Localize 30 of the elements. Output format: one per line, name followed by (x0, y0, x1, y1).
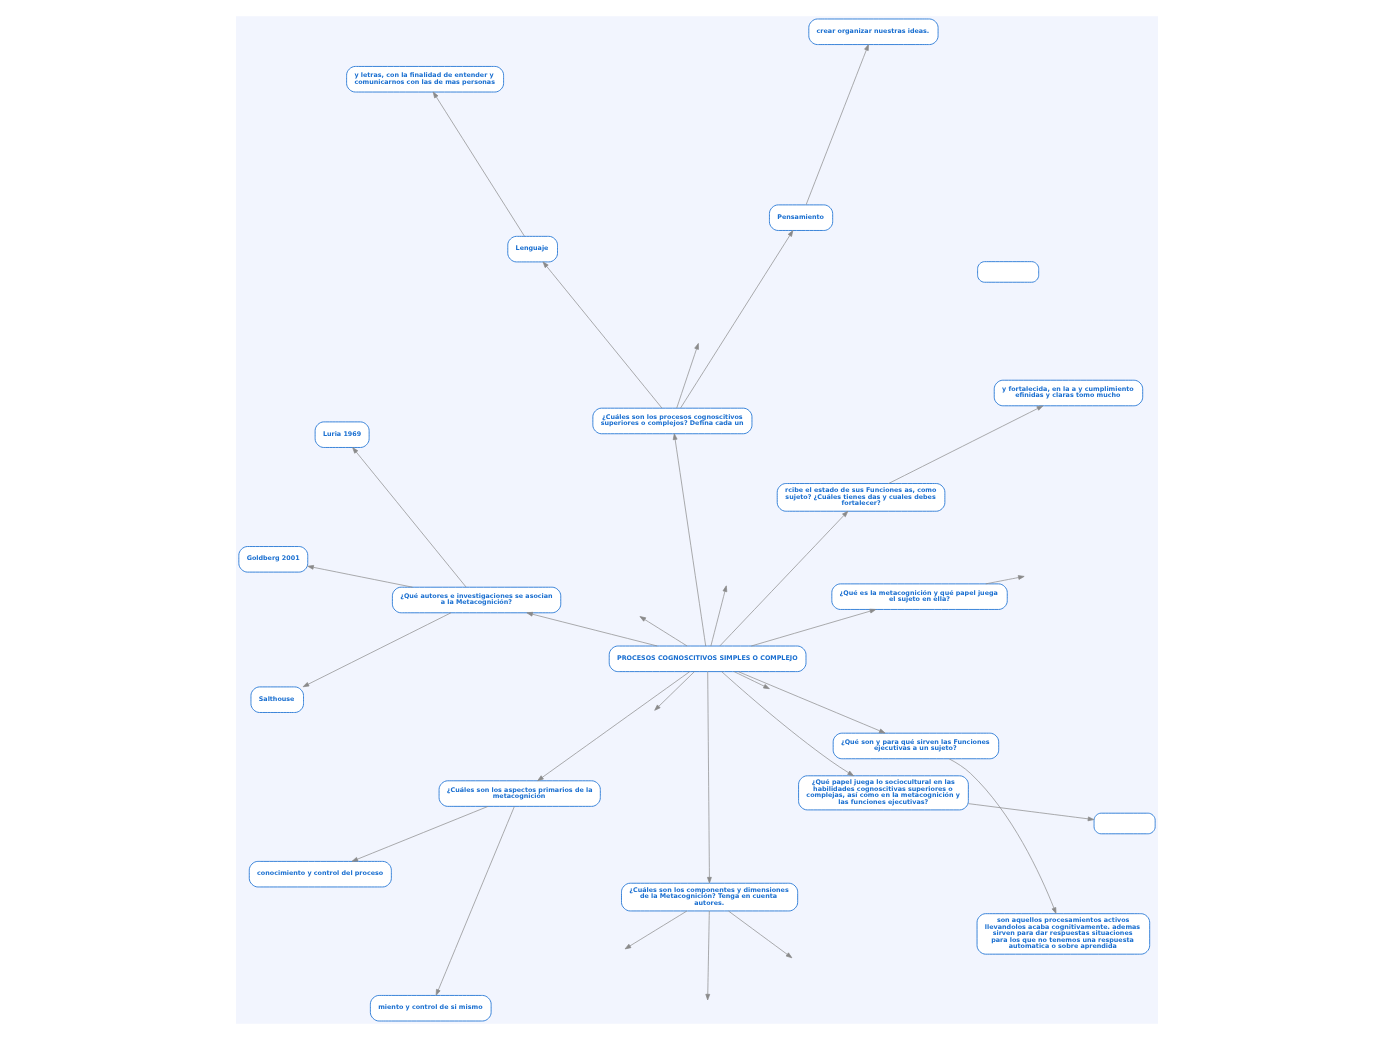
arrow (718, 510, 848, 647)
arrow (653, 671, 694, 711)
arrow (525, 611, 657, 647)
arrow (704, 910, 710, 1001)
arrow (671, 433, 706, 647)
node-box (1092, 812, 1155, 835)
arrow (431, 91, 524, 237)
arrow (350, 806, 488, 862)
arrow (967, 803, 1094, 822)
arrow (887, 405, 1043, 484)
arrow (732, 671, 769, 690)
arrow (737, 671, 885, 734)
arrow (804, 44, 868, 205)
arrow (749, 608, 876, 647)
node-box (976, 261, 1039, 283)
arrow (306, 565, 412, 588)
arrow (536, 671, 689, 782)
arrow (984, 575, 1024, 585)
arrow (301, 612, 451, 688)
arrow (541, 261, 662, 409)
arrow (638, 616, 687, 647)
arrow (727, 910, 792, 959)
arrow (679, 230, 793, 409)
arrow (720, 671, 853, 777)
arrow (351, 447, 466, 588)
arrow (709, 585, 727, 647)
arrow (675, 343, 698, 409)
arrow (434, 806, 514, 996)
arrow (706, 671, 711, 884)
arrow (623, 910, 687, 950)
